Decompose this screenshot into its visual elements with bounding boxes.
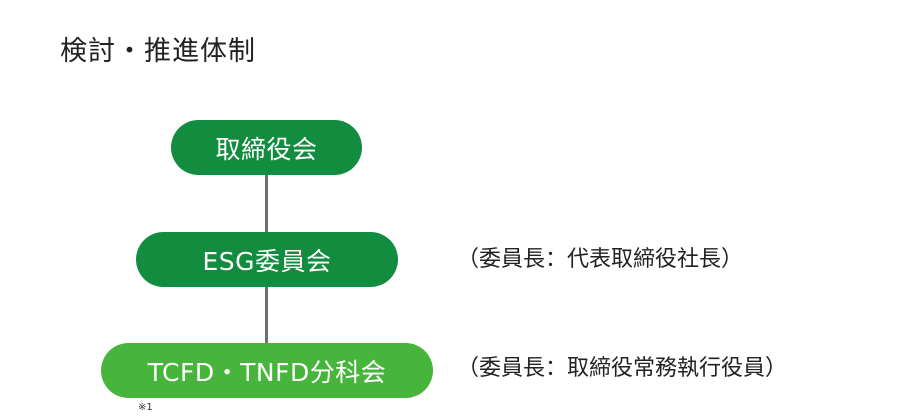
footnote-marker: ※1: [138, 402, 153, 413]
page-title: 検討・推進体制: [60, 36, 256, 67]
connector-esg-to-tcfd: [265, 287, 268, 343]
board-of-directors-node: 取締役会: [171, 120, 362, 175]
tcfd-tnfd-subcommittee-label: TCFD・TNFD分科会: [147, 357, 387, 387]
esg-committee-label: ESG委員会: [202, 246, 332, 276]
connector-board-to-esg: [265, 175, 268, 232]
esg-committee-node: ESG委員会: [136, 232, 398, 287]
tcfd-tnfd-subcommittee-node: TCFD・TNFD分科会: [101, 343, 433, 398]
tcfd-tnfd-subcommittee-chair-note: （委員長：取締役常務執行役員）: [457, 356, 788, 381]
board-of-directors-label: 取締役会: [215, 134, 318, 164]
esg-committee-chair-note: （委員長：代表取締役社長）: [457, 247, 744, 272]
